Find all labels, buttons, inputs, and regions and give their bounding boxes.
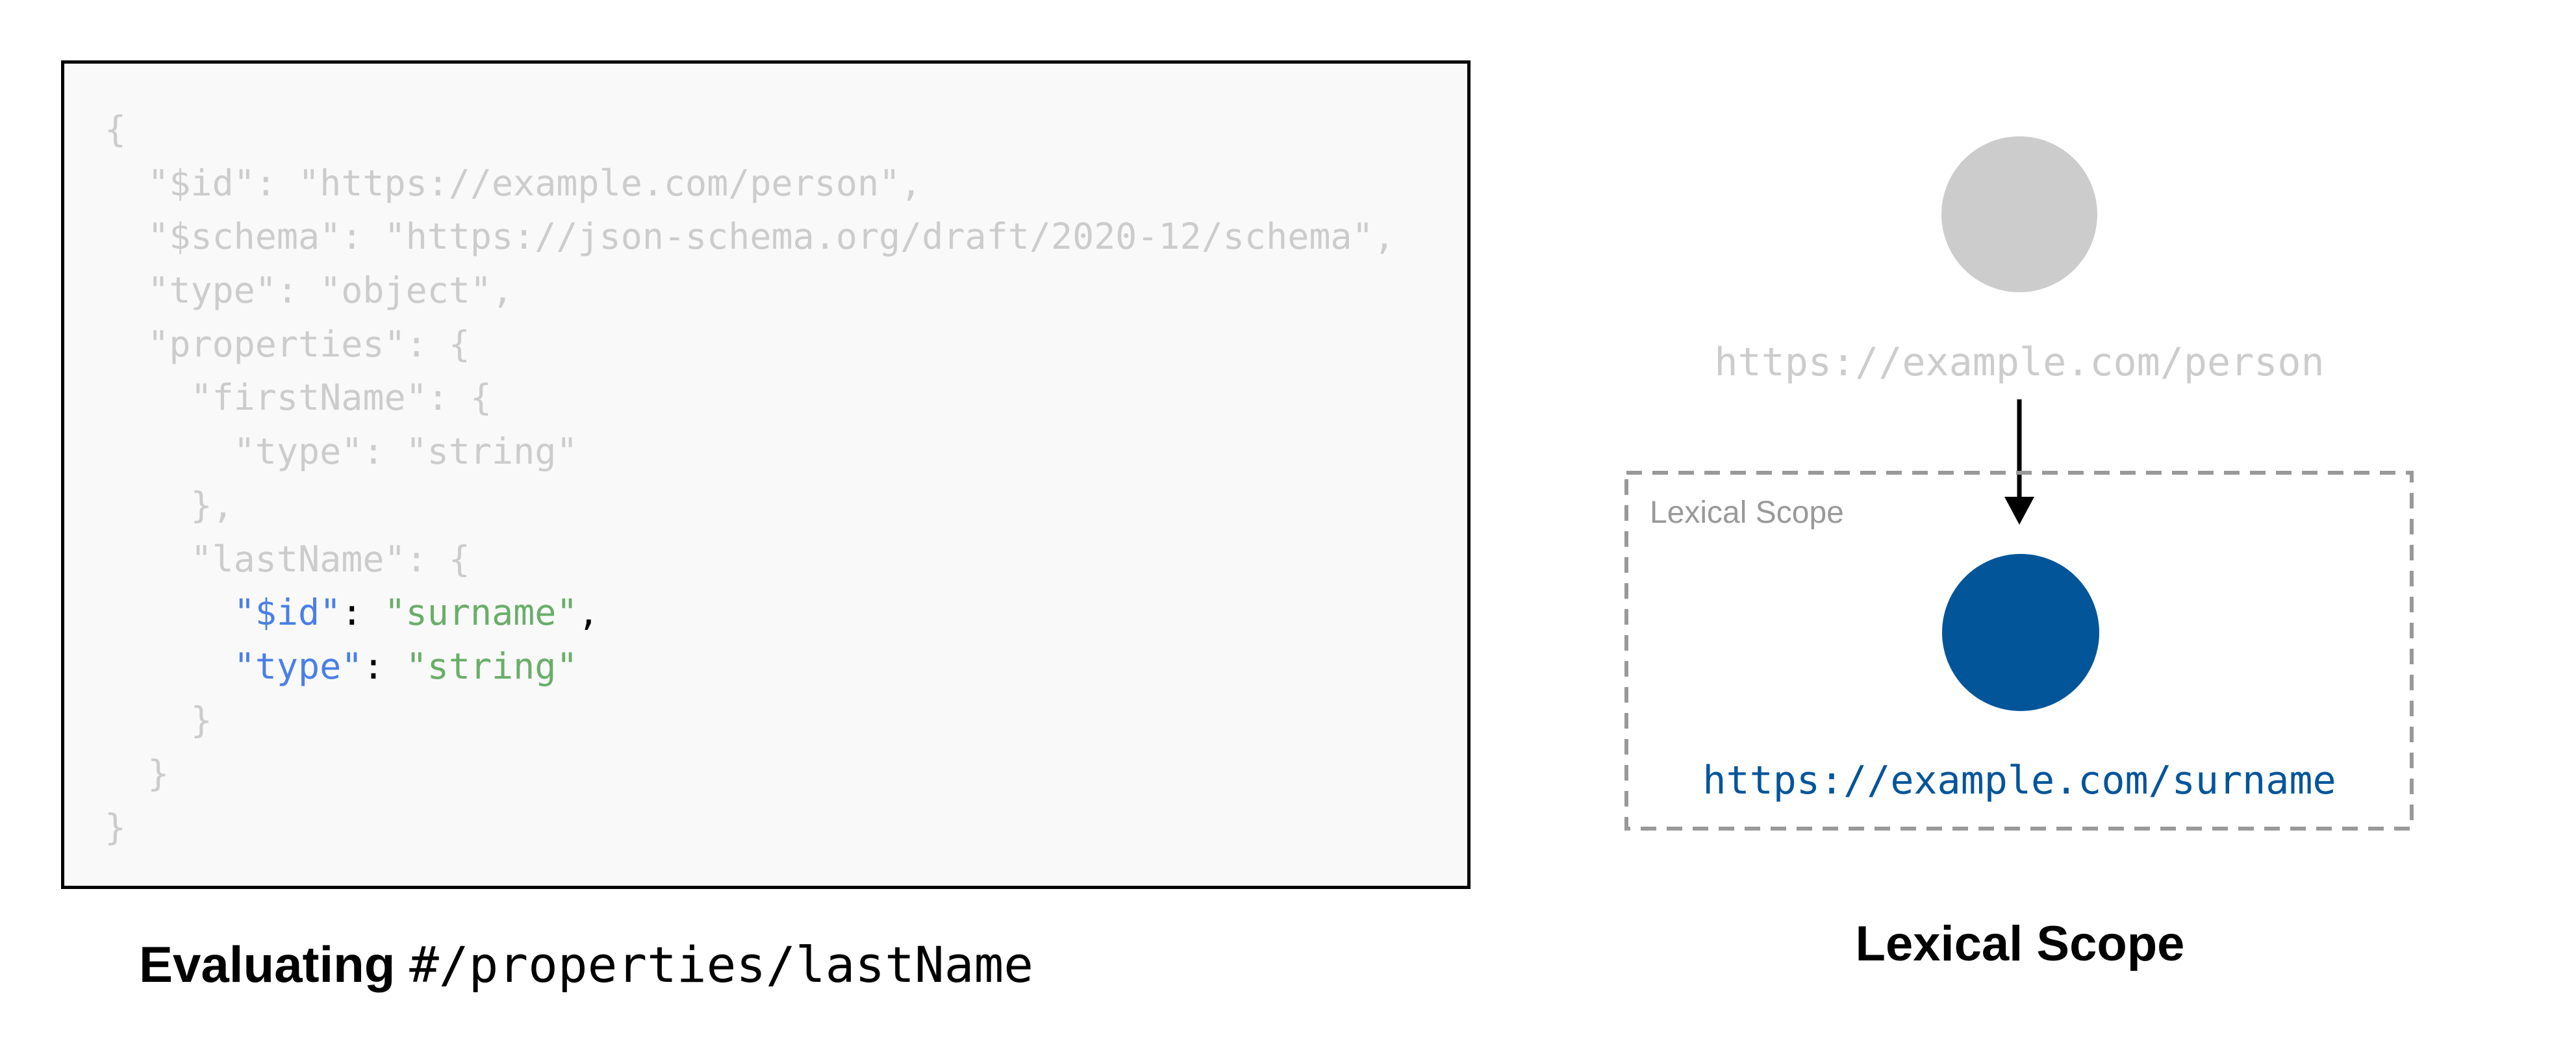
arrow-head-icon xyxy=(2004,497,2034,525)
code-token: } xyxy=(105,753,170,795)
code-line: "$schema": "https://json-schema.org/draf… xyxy=(105,210,1395,264)
code-token: "type": "string" xyxy=(105,431,578,473)
code-token: "surname" xyxy=(384,592,578,634)
code-token: "properties": { xyxy=(105,323,470,365)
code-token: "$id" xyxy=(233,592,342,634)
code-token: } xyxy=(105,806,127,848)
code-line: "lastName": { xyxy=(105,532,1395,586)
code-line: } xyxy=(105,747,1395,801)
code-line: "$id": "surname", xyxy=(105,586,1395,640)
child-schema-node xyxy=(1942,554,2099,711)
json-schema-code: { "$id": "https://example.com/person", "… xyxy=(105,103,1395,855)
caption-prefix: Evaluating xyxy=(139,936,410,993)
code-line: "type": "string" xyxy=(105,640,1395,694)
code-line: } xyxy=(105,694,1395,747)
code-line: } xyxy=(105,801,1395,855)
code-token: { xyxy=(105,108,127,150)
code-token: "$schema": "https://json-schema.org/draf… xyxy=(105,216,1395,258)
lexical-scope-box xyxy=(1624,471,2414,831)
parent-uri-label: https://example.com/person xyxy=(1714,340,2324,385)
code-line: "properties": { xyxy=(105,318,1395,371)
code-line: "type": "string" xyxy=(105,425,1395,479)
code-token: "lastName": { xyxy=(105,538,470,580)
code-token: : xyxy=(341,592,385,634)
caption-pointer: #/properties/lastName xyxy=(409,936,1033,994)
code-line: }, xyxy=(105,479,1395,532)
code-line: "$id": "https://example.com/person", xyxy=(105,156,1395,210)
code-line: "type": "object", xyxy=(105,264,1395,318)
code-token: } xyxy=(105,699,212,741)
code-token: "firstName": { xyxy=(105,377,492,419)
scope-box-label: Lexical Scope xyxy=(1650,495,1844,530)
evaluating-caption: Evaluating #/properties/lastName xyxy=(139,935,1033,994)
code-token: "type" xyxy=(233,645,363,687)
code-token: "string" xyxy=(405,645,578,687)
diagram-title: Lexical Scope xyxy=(1855,916,2185,971)
code-line: { xyxy=(105,103,1395,156)
parent-schema-node xyxy=(1941,136,2097,292)
code-panel: { "$id": "https://example.com/person", "… xyxy=(61,60,1471,889)
code-line: "firstName": { xyxy=(105,371,1395,425)
code-token: }, xyxy=(105,484,234,526)
code-token: : xyxy=(362,645,406,687)
code-token: "type": "object", xyxy=(105,269,514,312)
code-token: , xyxy=(577,592,600,634)
child-uri-label: https://example.com/surname xyxy=(1702,758,2336,803)
code-token: "$id": "https://example.com/person", xyxy=(105,162,922,204)
